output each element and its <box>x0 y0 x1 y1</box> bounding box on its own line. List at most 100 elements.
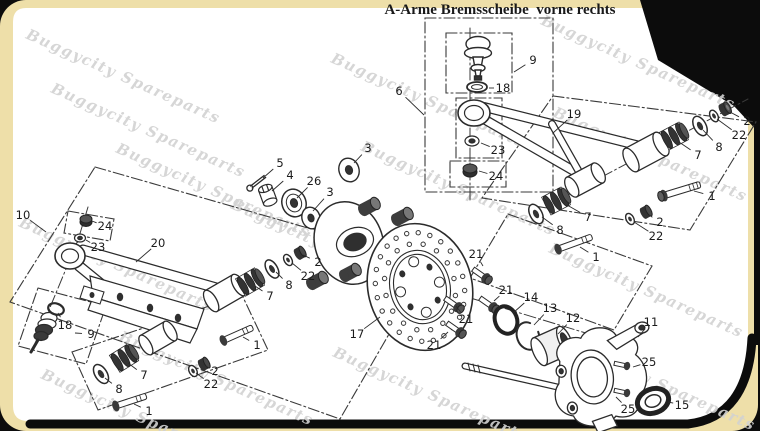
disc-bolt-21 <box>442 295 465 314</box>
part-number-label: 9 <box>87 327 94 341</box>
wheel-stud <box>357 196 381 217</box>
part-number-label: 6 <box>395 84 402 98</box>
seal-15 <box>634 385 672 417</box>
part-number-label: 25 <box>642 355 657 369</box>
wheel-stud <box>305 270 329 291</box>
bushing-7 <box>108 343 140 373</box>
detail-box-9 <box>445 32 513 94</box>
label-leader-line <box>85 239 91 243</box>
upper-a-arm <box>457 99 670 198</box>
disc-bolt-21 <box>444 320 467 339</box>
label-leader-line <box>205 365 208 367</box>
part-number-label: 5 <box>276 156 283 170</box>
scan-edge-right <box>754 110 760 345</box>
label-leader-line <box>242 336 250 341</box>
label-leader-line <box>493 295 500 302</box>
part-number-label: 8 <box>115 382 122 396</box>
label-leader-line <box>566 204 581 213</box>
washer-8 <box>264 259 280 279</box>
steering-knuckle <box>554 321 650 431</box>
label-leader-line <box>455 305 461 313</box>
bolt-25 <box>613 387 631 398</box>
nut-2 <box>197 356 211 371</box>
washer-8 <box>528 203 544 225</box>
nut-2 <box>639 204 653 219</box>
part-number-label: 7 <box>694 148 701 162</box>
label-leader-line <box>533 314 545 326</box>
part-number-label: 2 <box>211 364 218 378</box>
part-number-label: 1 <box>253 338 260 352</box>
part-number-label: 19 <box>567 107 582 121</box>
label-leader-line <box>693 190 704 195</box>
label-leader-line <box>312 198 325 212</box>
part-number-label: 20 <box>151 236 166 250</box>
nut-24-upper <box>462 163 478 178</box>
part-number-label: 25 <box>621 402 636 416</box>
part-number-label: 8 <box>285 278 292 292</box>
label-leader-line <box>440 331 449 340</box>
label-leader-line <box>632 364 641 368</box>
bolt-1 <box>554 234 593 255</box>
page-edge-line <box>25 333 757 429</box>
part-number-label: 22 <box>732 128 747 142</box>
brake-disc <box>366 222 474 352</box>
label-leader-line <box>648 214 653 218</box>
part-number-label: 23 <box>491 143 506 157</box>
label-leader-line <box>91 220 97 224</box>
detail-box-mid-bolts <box>469 213 653 331</box>
detail-box-6 <box>424 17 554 193</box>
detail-box-nut-lower <box>63 210 115 242</box>
part-number-label: 9 <box>529 53 536 67</box>
part-number-label: 21 <box>499 283 514 297</box>
label-leader-line <box>480 142 490 148</box>
label-leader-line <box>480 261 484 267</box>
label-leader-line <box>195 372 204 380</box>
label-leader-line <box>135 248 152 263</box>
scan-corner-shadow <box>640 0 760 134</box>
disc-bolt-21 <box>470 266 493 285</box>
part-number-label: 1 <box>592 250 599 264</box>
ball-joint-upper <box>463 35 493 81</box>
part-number-label: 4 <box>286 168 293 182</box>
o-ring-14 <box>492 304 520 336</box>
part-number-label: 11 <box>644 315 659 329</box>
label-leader-line <box>133 403 141 408</box>
bushing-7 <box>234 267 266 297</box>
bolt-1 <box>112 393 148 412</box>
label-leader-line <box>579 246 589 253</box>
part-number-label: 7 <box>266 289 273 303</box>
part-number-label: 3 <box>326 185 333 199</box>
label-leader-line <box>678 141 691 151</box>
nut-24-lower <box>79 214 93 227</box>
part-number-label: 10 <box>16 208 31 222</box>
label-leader-line <box>262 168 274 179</box>
bolt-25 <box>613 360 631 371</box>
part-number-label: 21 <box>427 338 442 352</box>
washer-22 <box>624 212 636 226</box>
label-leader-line <box>57 312 61 318</box>
part-number-label: 21 <box>459 312 474 326</box>
washer-22 <box>708 109 720 123</box>
label-leader-line <box>552 119 568 134</box>
label-leader-line <box>729 111 740 118</box>
label-leader-line <box>291 262 302 271</box>
label-leader-line <box>104 377 113 384</box>
label-leader-line <box>275 271 283 279</box>
wheel-stud <box>390 206 414 227</box>
label-leader-line <box>615 396 622 403</box>
part-number-label: 13 <box>543 301 558 315</box>
part-number-label: 7 <box>140 368 147 382</box>
washer-23-upper <box>464 135 480 147</box>
label-leader-line <box>271 180 284 192</box>
detail-box-24 <box>449 160 507 188</box>
part-number-label: 8 <box>556 223 563 237</box>
part-number-label: 8 <box>715 140 722 154</box>
washer-8 <box>92 363 110 385</box>
diagram-title: A-Arme Bremsscheibe vorne rechts <box>384 2 615 18</box>
part-number-label: 22 <box>649 229 664 243</box>
disc-drill-holes <box>372 230 468 344</box>
part-number-label: 23 <box>91 240 106 254</box>
part-number-label: 12 <box>566 311 581 325</box>
label-leader-line <box>363 316 381 330</box>
